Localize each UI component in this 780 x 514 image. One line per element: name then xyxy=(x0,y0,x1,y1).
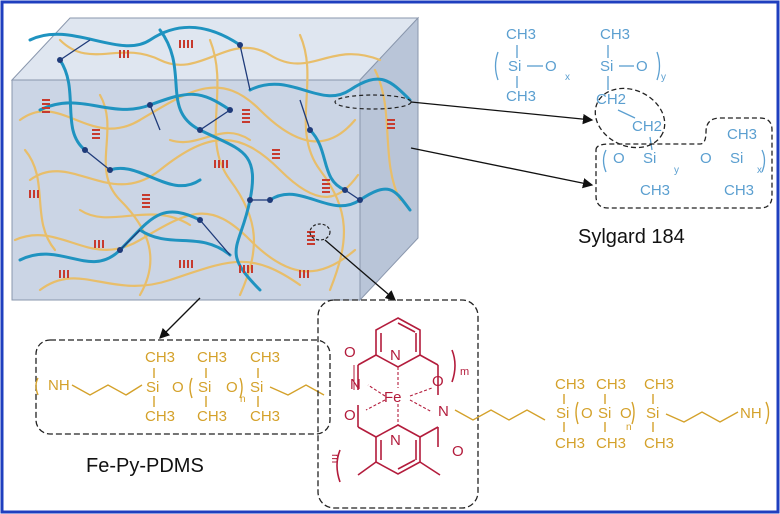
sylgard-right-o-2: O xyxy=(700,150,712,167)
complex-o-right-top: O xyxy=(432,373,444,390)
arrow-to-sylgard-top xyxy=(410,101,594,125)
sylgard-x-sub: x xyxy=(565,72,570,83)
complex-m-sub: m xyxy=(460,366,469,378)
pdms-left-formula: NH CH3 CH3 CH3 Si O Si O Si n CH3 CH3 CH… xyxy=(48,349,280,425)
complex-m-sub-bot: m xyxy=(329,454,341,463)
pdms-left-bonds xyxy=(35,368,325,407)
complex-o-left-bot: O xyxy=(344,407,356,424)
pdms-ch3-top-2: CH3 xyxy=(197,349,227,366)
sylgard-ch2-1: CH2 xyxy=(596,91,626,108)
complex-dashed-box xyxy=(317,299,479,509)
sylgard-label: Sylgard 184 xyxy=(578,226,685,248)
complex-atoms: N Fe N N N O O O O m m xyxy=(329,344,469,463)
pdms-r-ch3-top-2: CH3 xyxy=(596,376,626,393)
pdms-si-1: Si xyxy=(146,379,159,396)
sylgard-y-sub: y xyxy=(661,72,666,83)
complex-n-top-ring: N xyxy=(390,347,401,364)
sylgard-ch3-top-1: CH3 xyxy=(506,26,536,43)
sylgard-right-ch3-bot-2: CH3 xyxy=(724,182,754,199)
pdms-r-o-2: O xyxy=(620,405,632,422)
pdms-ch3-bot-1: CH3 xyxy=(145,408,175,425)
pdms-ch3-top-1: CH3 xyxy=(145,349,175,366)
pdms-r-ch3-bot-2: CH3 xyxy=(596,435,626,452)
complex-n-bot-ring: N xyxy=(390,432,401,449)
pdms-o-1: O xyxy=(172,379,184,396)
sylgard-ch3-right-top: CH3 xyxy=(727,126,757,143)
sylgard-bonds xyxy=(494,45,766,173)
pdms-r-si-3: Si xyxy=(646,405,659,422)
complex-o-left: O xyxy=(344,344,356,361)
pdms-ch3-bot-2: CH3 xyxy=(197,408,227,425)
complex-n-amide-left: N xyxy=(350,376,361,393)
pdms-r-ch3-bot-3: CH3 xyxy=(644,435,674,452)
sylgard-right-si-1: Si xyxy=(643,150,656,167)
pdms-r-ch3-top-3: CH3 xyxy=(644,376,674,393)
highlight-complex-ellipse xyxy=(309,223,331,241)
pdms-n-sub: n xyxy=(240,394,246,405)
pdms-r-ch3-top-1: CH3 xyxy=(555,376,585,393)
crosslinks xyxy=(59,39,361,256)
pdms-r-si-2: Si xyxy=(598,405,611,422)
complex-n-amide-right: N xyxy=(438,403,449,420)
complex-coordination xyxy=(365,367,433,425)
sylgard-formula: CH3 CH3 Si O Si O x y CH3 CH2 CH2 CH3 O … xyxy=(506,26,762,199)
pdms-si-3: Si xyxy=(250,379,263,396)
sylgard-dashed-box xyxy=(595,117,773,209)
coordination-bonds xyxy=(29,40,395,278)
arrow-to-pdms xyxy=(159,297,201,339)
sylgard-si-2: Si xyxy=(600,58,613,75)
pdms-o-2: O xyxy=(226,379,238,396)
pdms-si-2: Si xyxy=(198,379,211,396)
crosslink-nodes xyxy=(57,42,363,253)
pdms-right-formula: CH3 CH3 CH3 Si O Si O Si n CH3 CH3 CH3 N… xyxy=(555,376,762,452)
arrows xyxy=(159,101,594,339)
sylgard-right-o-1: O xyxy=(613,150,625,167)
arrow-to-sylgard-bottom xyxy=(410,147,594,189)
sylgard-right-si-2: Si xyxy=(730,150,743,167)
fepy-label: Fe-Py-PDMS xyxy=(86,455,204,477)
complex-fe: Fe xyxy=(384,389,402,406)
pdms-ch3-top-3: CH3 xyxy=(250,349,280,366)
sylgard-ch3-bot-1: CH3 xyxy=(506,88,536,105)
arrow-to-complex xyxy=(324,239,396,301)
pdms-r-n-sub: n xyxy=(626,422,632,433)
complex-o-right-bot: O xyxy=(452,443,464,460)
sylgard-right-ch3-bot-1: CH3 xyxy=(640,182,670,199)
sylgard-ch3-top-2: CH3 xyxy=(600,26,630,43)
sylgard-si-1: Si xyxy=(508,58,521,75)
pdms-ch3-bot-3: CH3 xyxy=(250,408,280,425)
box-front-face xyxy=(11,79,361,301)
sylgard-o-1: O xyxy=(545,58,557,75)
sylgard-right-x-sub: x xyxy=(757,165,762,176)
sylgard-ch2-2: CH2 xyxy=(632,118,662,135)
pdms-nh-left: NH xyxy=(48,377,70,394)
sylgard-o-2: O xyxy=(636,58,648,75)
pdms-r-si-1: Si xyxy=(556,405,569,422)
pdms-nh-right: NH xyxy=(740,405,762,422)
pdms-right-bonds xyxy=(454,394,770,432)
pdms-r-o-1: O xyxy=(581,405,593,422)
pdms-r-ch3-bot-1: CH3 xyxy=(555,435,585,452)
sylgard-right-y-sub: y xyxy=(674,165,679,176)
